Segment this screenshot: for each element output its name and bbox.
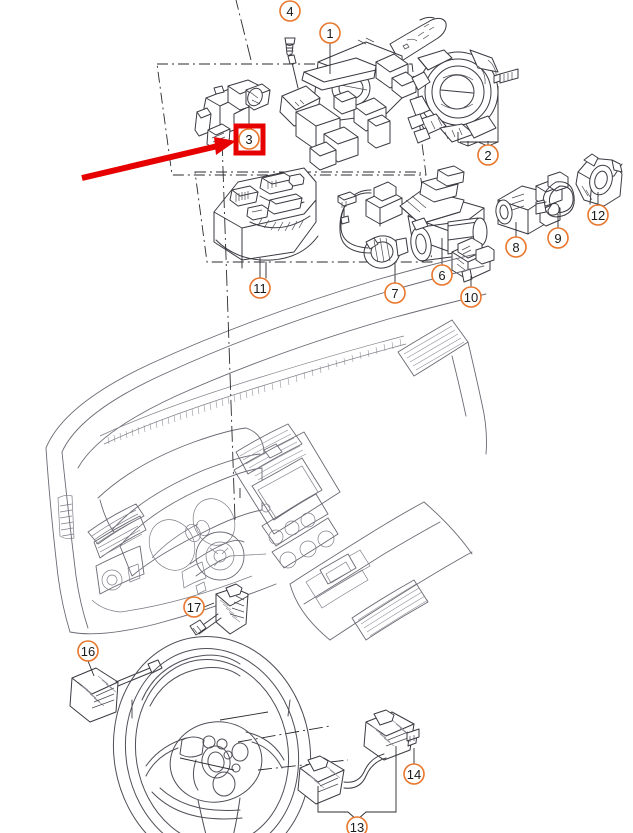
callout-2-label: 2 xyxy=(484,148,491,163)
callout-7[interactable]: 7 xyxy=(384,282,406,304)
group-frame-lower xyxy=(194,171,433,263)
callout-10[interactable]: 10 xyxy=(460,286,482,308)
callout-14[interactable]: 14 xyxy=(403,763,425,785)
callout-10-label: 10 xyxy=(464,290,478,305)
callout-16[interactable]: 16 xyxy=(77,640,99,662)
part-3-switch-carrier-bracket xyxy=(194,79,271,150)
callout-7-label: 7 xyxy=(391,286,398,301)
part-10-ignition-switch-contact-module xyxy=(451,237,495,287)
callout-9-label: 9 xyxy=(554,231,561,246)
callout-9[interactable]: 9 xyxy=(547,227,569,249)
part-12-steering-lock-cover-trim xyxy=(575,153,623,207)
part-17-connector-module xyxy=(189,583,249,636)
part-11-multifunction-switch-module xyxy=(213,167,319,279)
callout-4-label: 4 xyxy=(286,4,293,19)
steering-wheel xyxy=(112,636,349,833)
part-2-clock-spring xyxy=(407,49,519,152)
red-pointer-arrow xyxy=(81,137,236,181)
callout-3-label: 3 xyxy=(245,132,252,147)
callout-12[interactable]: 12 xyxy=(587,204,609,226)
callout-16-label: 16 xyxy=(81,644,95,659)
part-14-mounting-bolt xyxy=(406,728,420,764)
part-4-clamping-screw xyxy=(284,37,299,89)
callout-6-label: 6 xyxy=(438,268,445,283)
callout-2[interactable]: 2 xyxy=(477,144,499,166)
part-16-paddle-shift-switch xyxy=(69,659,163,723)
callout-1-label: 1 xyxy=(326,26,333,41)
callout-13-label: 13 xyxy=(350,820,364,833)
callout-4[interactable]: 4 xyxy=(279,0,301,22)
callout-1[interactable]: 1 xyxy=(319,22,341,44)
callout-8[interactable]: 8 xyxy=(505,236,527,258)
part-6-ignition-starter-switch-housing xyxy=(399,165,488,265)
callout-6[interactable]: 6 xyxy=(431,264,453,286)
part-9-retaining-clip xyxy=(535,181,575,228)
callout-3-highlighted[interactable]: 3 xyxy=(233,123,266,156)
part-13-multifunction-steering-wheel-buttons xyxy=(297,709,415,821)
callout-11[interactable]: 11 xyxy=(249,277,271,299)
callout-8-label: 8 xyxy=(512,240,519,255)
part-7-immobiliser-reader-coil xyxy=(337,181,409,283)
callout-17[interactable]: 17 xyxy=(183,596,205,618)
callout-11-label: 11 xyxy=(253,281,267,296)
callout-12-label: 12 xyxy=(591,208,605,223)
callout-14-label: 14 xyxy=(407,767,421,782)
dashboard-illustration xyxy=(45,0,487,641)
part-1-steering-column-switch-assembly xyxy=(279,16,447,171)
callout-13[interactable]: 13 xyxy=(346,816,368,833)
callout-17-label: 17 xyxy=(187,600,201,615)
